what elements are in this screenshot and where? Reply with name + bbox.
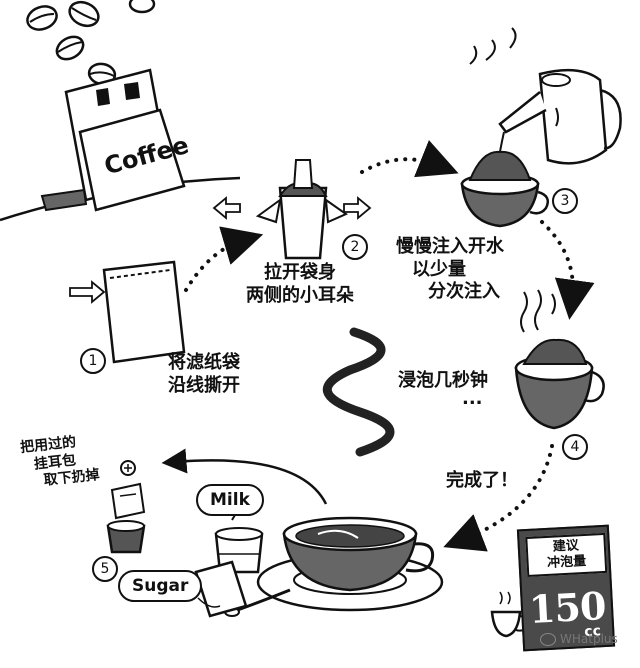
- steam-lines: [520, 289, 556, 333]
- wechat-icon: [540, 632, 556, 646]
- aroma-swirl: [323, 327, 395, 457]
- coffee-cup-icon: [224, 516, 444, 617]
- step-2-label: 拉开袋身 两侧的小耳朵: [246, 262, 354, 307]
- drip-bag-icon: [212, 159, 372, 260]
- step-4-label-line2: ...: [462, 387, 483, 409]
- step-5-label: 把用过的 挂耳包 取下扔掉: [19, 432, 100, 492]
- arrow-step1-to-step2: [184, 226, 264, 292]
- step-2-number: 2: [342, 234, 368, 260]
- step-3-label-line3: 分次注入: [428, 281, 500, 302]
- step-1-label-line2: 沿线撕开: [168, 374, 240, 396]
- step-1-label-line1: 将滤纸袋: [168, 352, 240, 373]
- milk-cup-icon: [214, 509, 264, 574]
- step-1-label: 将滤纸袋 沿线撕开: [168, 352, 240, 397]
- brew-volume-title-line2: 冲泡量: [546, 553, 587, 571]
- arrow-step2-to-step3: [360, 140, 459, 178]
- step-3-number: 3: [552, 188, 578, 214]
- step-3-label-line2: 以少量: [412, 258, 466, 280]
- trash-cup-icon: [106, 460, 146, 554]
- step-4-number: 4: [562, 434, 588, 460]
- step-2-label-line1: 拉开袋身: [264, 262, 336, 283]
- watermark-text: WHatplus: [560, 632, 618, 646]
- arrow-step3-to-step4: [540, 220, 595, 320]
- coffee-bag-icon: Coffee: [40, 68, 192, 212]
- step-3-label: 慢慢注入开水 以少量 分次注入: [396, 236, 504, 304]
- sugar-packet-icon: [194, 560, 248, 618]
- sugar-label: Sugar: [118, 570, 203, 602]
- filter-bag-icon: [69, 260, 186, 364]
- brew-volume-title: 建议 冲泡量: [525, 532, 608, 578]
- step-4-label-line1: 浸泡几秒钟: [398, 370, 488, 391]
- watermark: WHatplus: [540, 632, 618, 646]
- kettle-icon: [469, 27, 622, 165]
- step-1-number: 1: [80, 348, 106, 374]
- step-5-number: 5: [92, 556, 118, 582]
- done-label: 完成了！: [446, 470, 518, 491]
- step-3-label-line1: 慢慢注入开水: [396, 236, 504, 257]
- arrow-to-step5: [161, 448, 328, 505]
- coffee-bean-icon: [26, 0, 156, 86]
- milk-label: Milk: [196, 484, 264, 516]
- cup-with-drip-bag-icon: [460, 150, 549, 228]
- step-4-label: 浸泡几秒钟 ...: [398, 370, 488, 409]
- steeping-cup-icon: [514, 338, 605, 430]
- step-2-label-line2: 两侧的小耳朵: [246, 284, 354, 306]
- arrow-step4-to-done: [443, 444, 554, 552]
